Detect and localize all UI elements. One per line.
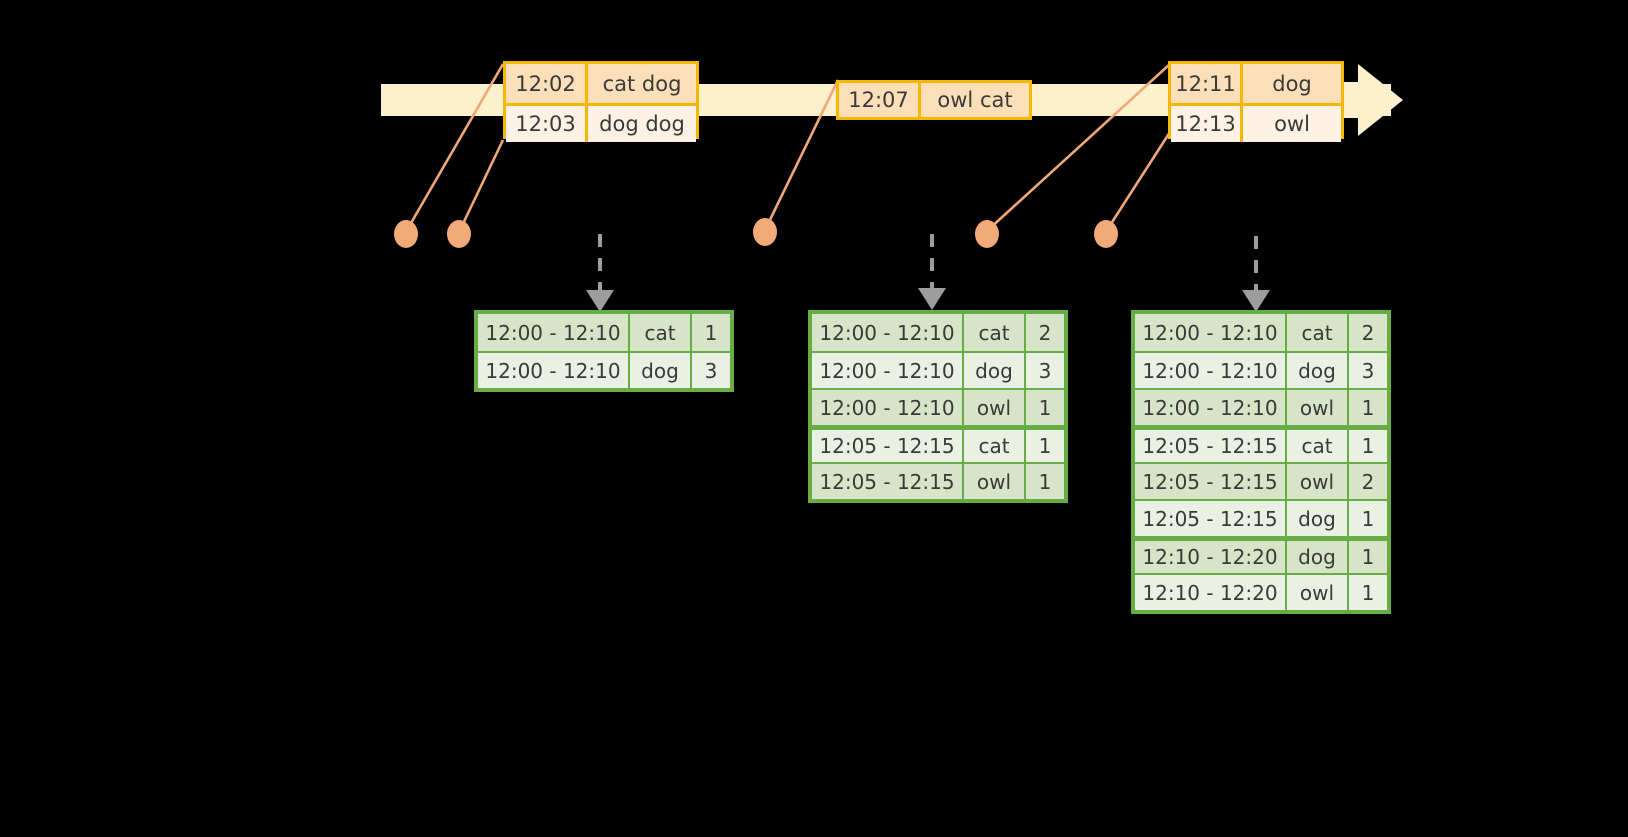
count-cell: 3	[1347, 353, 1387, 388]
connector-dot-3	[753, 218, 777, 246]
count-cell: 2	[1347, 314, 1387, 351]
word-cell: owl	[962, 464, 1024, 499]
table-row[interactable]: 12:05 - 12:15 dog 1	[1135, 499, 1387, 536]
event-row[interactable]: 12:13 owl	[1171, 103, 1341, 142]
word-cell: cat	[962, 314, 1024, 351]
event-time: 12:11	[1171, 64, 1243, 103]
word-cell: dog	[628, 353, 690, 388]
count-cell: 1	[1347, 501, 1387, 536]
count-cell: 1	[1024, 390, 1064, 425]
event-payload: cat dog	[602, 71, 682, 96]
result-table-3[interactable]: 12:00 - 12:10 cat 2 12:00 - 12:10 dog 3 …	[1131, 310, 1391, 614]
word-cell: cat	[1285, 430, 1347, 462]
connector-line-1	[405, 63, 505, 231]
word-cell: cat	[962, 430, 1024, 462]
window-cell: 12:10 - 12:20	[1142, 580, 1278, 605]
word-cell: owl	[1285, 575, 1347, 610]
table-row[interactable]: 12:05 - 12:15 cat 1	[812, 425, 1064, 462]
count-cell: 1	[1347, 430, 1387, 462]
connector-line-3	[764, 79, 840, 229]
result-table-2[interactable]: 12:00 - 12:10 cat 2 12:00 - 12:10 dog 3 …	[808, 310, 1068, 503]
word-cell: cat	[628, 314, 690, 351]
word-cell: dog	[1285, 541, 1347, 573]
table-row[interactable]: 12:00 - 12:10 owl 1	[1135, 388, 1387, 425]
connector-dot-2	[447, 220, 471, 248]
event-payload: owl	[1274, 112, 1310, 136]
window-cell: 12:05 - 12:15	[819, 469, 955, 494]
count-cell: 1	[690, 314, 730, 351]
word-cell: dog	[1285, 353, 1347, 388]
event-group-1[interactable]: 12:02 cat dog 12:03 dog dog	[503, 61, 699, 142]
event-time: 12:07	[839, 83, 921, 117]
count-cell: 1	[1347, 541, 1387, 573]
count-cell: 1	[1347, 390, 1387, 425]
window-cell: 12:00 - 12:10	[1142, 320, 1278, 345]
table-row[interactable]: 12:05 - 12:15 owl 2	[1135, 462, 1387, 499]
event-time: 12:13	[1171, 106, 1243, 142]
window-cell: 12:00 - 12:10	[485, 320, 621, 345]
connector-dot-1	[394, 220, 418, 248]
event-row[interactable]: 12:02 cat dog	[506, 64, 696, 103]
event-time: 12:03	[506, 106, 588, 142]
flow-arrow-head-1	[586, 290, 614, 312]
word-cell: cat	[1285, 314, 1347, 351]
word-cell: owl	[962, 390, 1024, 425]
table-row[interactable]: 12:10 - 12:20 owl 1	[1135, 573, 1387, 610]
window-cell: 12:10 - 12:20	[1142, 545, 1278, 569]
word-cell: owl	[1285, 390, 1347, 425]
event-time: 12:02	[506, 64, 588, 103]
count-cell: 2	[1024, 314, 1064, 351]
word-cell: dog	[1285, 501, 1347, 536]
window-cell: 12:00 - 12:10	[819, 358, 955, 383]
table-row[interactable]: 12:00 - 12:10 dog 3	[478, 351, 730, 388]
window-cell: 12:00 - 12:10	[1142, 395, 1278, 420]
event-row[interactable]: 12:11 dog	[1171, 64, 1341, 103]
connector-dot-4	[975, 220, 999, 248]
window-cell: 12:05 - 12:15	[1142, 434, 1278, 458]
connector-dot-5	[1094, 220, 1118, 248]
window-cell: 12:05 - 12:15	[1142, 469, 1278, 494]
table-row[interactable]: 12:00 - 12:10 cat 2	[812, 314, 1064, 351]
window-cell: 12:05 - 12:15	[819, 434, 955, 458]
count-cell: 3	[1024, 353, 1064, 388]
result-table-1[interactable]: 12:00 - 12:10 cat 1 12:00 - 12:10 dog 3	[474, 310, 734, 392]
count-cell: 1	[1024, 464, 1064, 499]
table-row[interactable]: 12:10 - 12:20 dog 1	[1135, 536, 1387, 573]
table-row[interactable]: 12:00 - 12:10 dog 3	[812, 351, 1064, 388]
count-cell: 2	[1347, 464, 1387, 499]
table-row[interactable]: 12:00 - 12:10 owl 1	[812, 388, 1064, 425]
event-payload: owl cat	[937, 88, 1013, 112]
event-row[interactable]: 12:03 dog dog	[506, 103, 696, 142]
event-row[interactable]: 12:07 owl cat	[839, 83, 1029, 117]
event-payload: dog dog	[599, 112, 685, 136]
word-cell: dog	[962, 353, 1024, 388]
count-cell: 1	[1347, 575, 1387, 610]
connector-line-5	[1105, 131, 1172, 231]
table-row[interactable]: 12:05 - 12:15 owl 1	[812, 462, 1064, 499]
flow-arrow-head-3	[1242, 290, 1270, 312]
window-cell: 12:00 - 12:10	[819, 395, 955, 420]
flow-arrow-head-2	[918, 288, 946, 310]
window-cell: 12:00 - 12:10	[1142, 358, 1278, 383]
table-row[interactable]: 12:00 - 12:10 cat 1	[478, 314, 730, 351]
word-cell: owl	[1285, 464, 1347, 499]
count-cell: 3	[690, 353, 730, 388]
event-group-2[interactable]: 12:07 owl cat	[836, 80, 1032, 120]
event-group-3[interactable]: 12:11 dog 12:13 owl	[1168, 61, 1344, 142]
table-row[interactable]: 12:00 - 12:10 cat 2	[1135, 314, 1387, 351]
window-cell: 12:00 - 12:10	[819, 320, 955, 345]
window-cell: 12:05 - 12:15	[1142, 506, 1278, 531]
table-row[interactable]: 12:05 - 12:15 cat 1	[1135, 425, 1387, 462]
count-cell: 1	[1024, 430, 1064, 462]
window-cell: 12:00 - 12:10	[485, 358, 621, 383]
table-row[interactable]: 12:00 - 12:10 dog 3	[1135, 351, 1387, 388]
connector-line-2	[458, 139, 505, 231]
event-payload: dog	[1272, 71, 1312, 96]
